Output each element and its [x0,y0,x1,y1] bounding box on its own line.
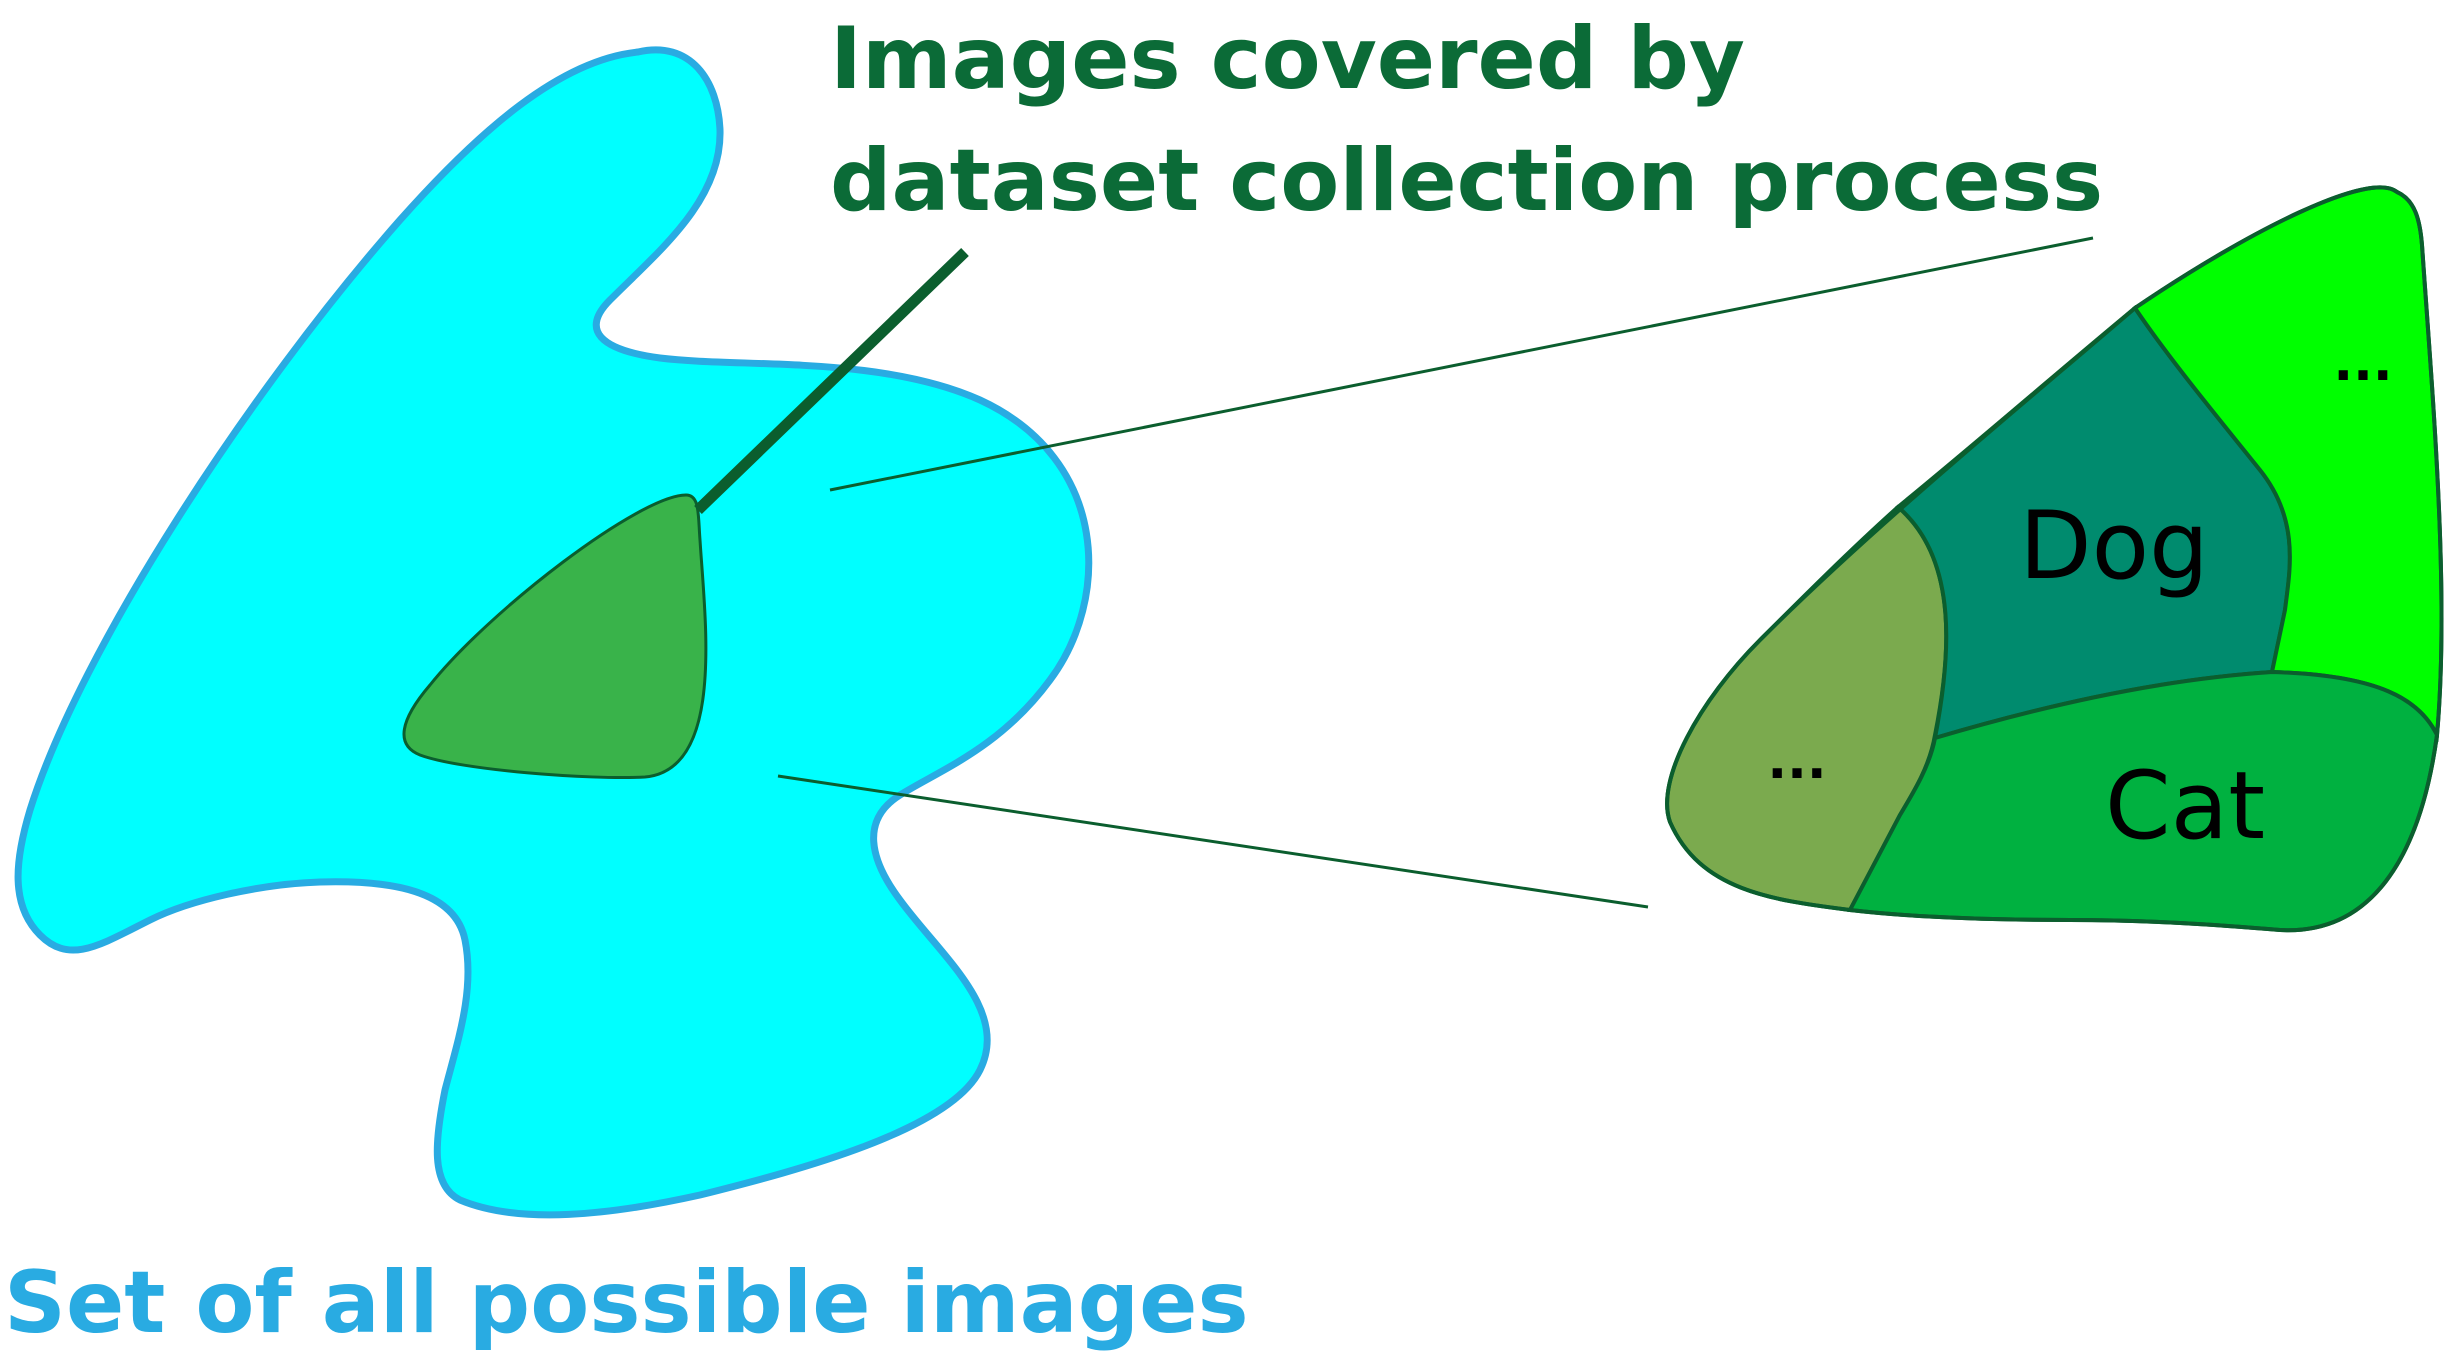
zoom-connector-top [829,236,2094,492]
zoom-connector-bottom [777,774,1649,909]
covered-label-leader [694,248,969,514]
covered-images-region [402,493,708,780]
cat-label: Cat [2105,752,2265,861]
dog-label: Dog [2019,492,2209,601]
covered-images-label-line1: Images covered by [830,9,1745,109]
ellipsis-left-label: ... [1767,731,1826,791]
zoomed-region-outline [1665,185,2444,933]
all-images-label: Set of all possible images [4,1253,1249,1353]
zoomed-region [1665,185,2444,933]
covered-images-label-line2: dataset collection process [830,131,2103,231]
ellipsis-top-label: ... [2333,333,2392,393]
